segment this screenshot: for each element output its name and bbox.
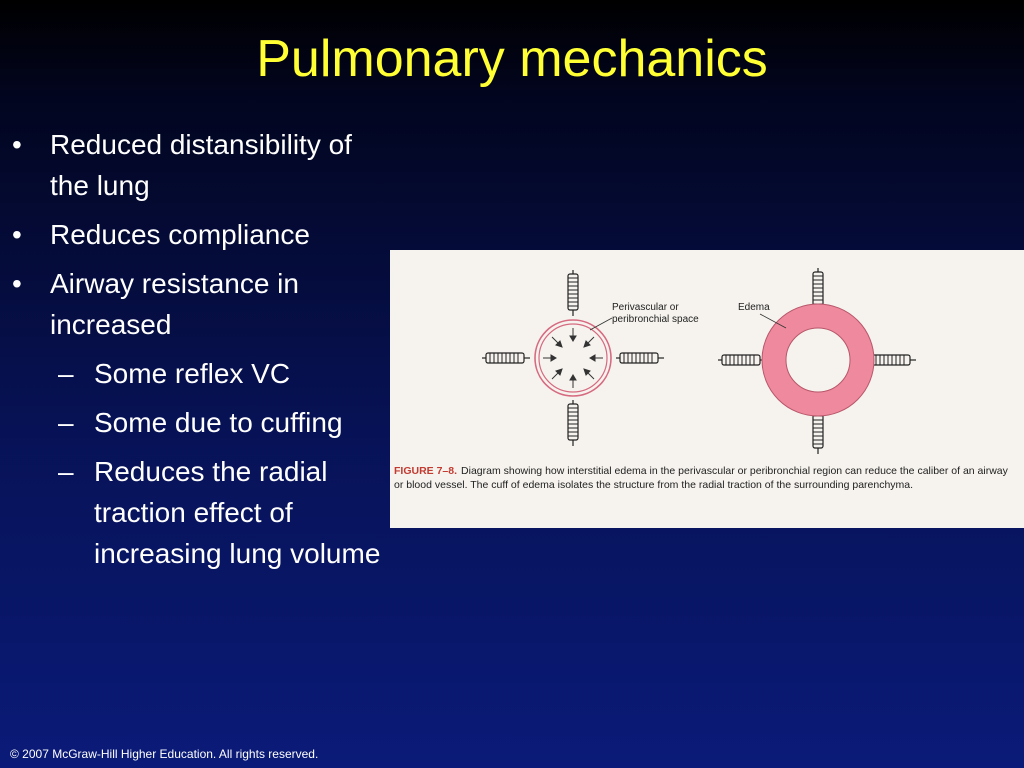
dash-mark: – bbox=[58, 456, 74, 487]
sub-bullet-text: Some due to cuffing bbox=[94, 407, 343, 438]
bullet-item: • Airway resistance in increased bbox=[12, 263, 392, 345]
normal-airway-diagram bbox=[481, 269, 665, 447]
edema-diagram bbox=[481, 267, 917, 455]
copyright-footer: © 2007 McGraw-Hill Higher Education. All… bbox=[10, 747, 319, 761]
sub-bullet-item: – Some due to cuffing bbox=[12, 402, 392, 443]
bullet-item: • Reduced distansibility of the lung bbox=[12, 124, 392, 206]
bullet-text: Reduces compliance bbox=[50, 219, 310, 250]
caption-text: Diagram showing how interstitial edema i… bbox=[394, 465, 1008, 491]
edema-diagram-figure: Perivascular or peribronchial space Edem… bbox=[390, 250, 1024, 528]
bullet-list: • Reduced distansibility of the lung • R… bbox=[12, 124, 392, 582]
sub-bullet-text: Some reflex VC bbox=[94, 358, 291, 389]
figure-number: FIGURE 7–8. bbox=[394, 465, 458, 477]
bullet-mark: • bbox=[12, 268, 22, 299]
figure-caption: FIGURE 7–8.Diagram showing how interstit… bbox=[394, 464, 1016, 492]
bullet-text: Reduced distansibility of the lung bbox=[50, 129, 352, 201]
sub-bullet-item: – Some reflex VC bbox=[12, 353, 392, 394]
dash-mark: – bbox=[58, 407, 74, 438]
edema-label: Edema bbox=[738, 302, 770, 313]
bullet-item: • Reduces compliance bbox=[12, 214, 392, 255]
sub-bullet-text: Reduces the radial traction effect of in… bbox=[94, 456, 381, 569]
dash-mark: – bbox=[58, 358, 74, 389]
slide-title: Pulmonary mechanics bbox=[256, 30, 768, 88]
bullet-mark: • bbox=[12, 219, 22, 250]
edema-cuff-diagram bbox=[717, 267, 917, 455]
bullet-text: Airway resistance in increased bbox=[50, 268, 299, 340]
perivascular-space-label: Perivascular or peribronchial space bbox=[612, 302, 699, 325]
sub-bullet-item: – Reduces the radial traction effect of … bbox=[12, 451, 392, 574]
bullet-mark: • bbox=[12, 129, 22, 160]
